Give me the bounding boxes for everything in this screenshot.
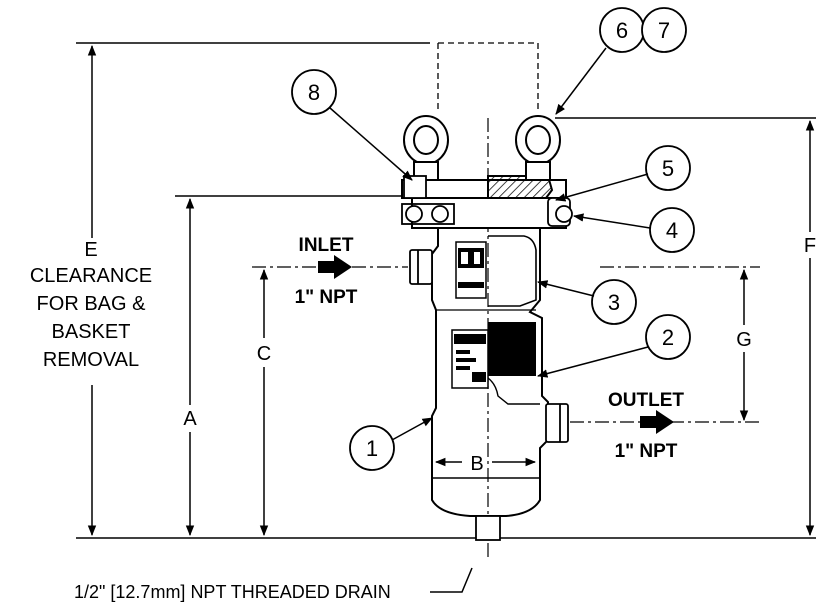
housing (401, 175, 567, 517)
svg-text:REMOVAL: REMOVAL (43, 349, 139, 371)
callout-6: 6 (616, 18, 628, 43)
dimension-f (555, 117, 816, 537)
svg-text:BASKET: BASKET (52, 321, 131, 343)
eye-bolt-right (515, 115, 561, 181)
dimension-e-label: E CLEARANCE FOR BAG & BASKET REMOVAL (30, 239, 152, 371)
leader-lines (329, 47, 651, 593)
outlet-label: OUTLET (608, 390, 684, 411)
svg-text:CLEARANCE: CLEARANCE (30, 265, 152, 287)
outlet-size: 1" NPT (615, 441, 678, 462)
outlet-arrow (640, 410, 674, 434)
dimension-g-label: G (736, 329, 752, 351)
inlet-arrow (318, 255, 352, 279)
swing-bolt-left (401, 175, 455, 225)
swing-bolt-right (547, 197, 573, 227)
callout-2: 2 (662, 325, 674, 350)
nameplate-upper (455, 241, 487, 299)
clearance-outline (437, 42, 539, 112)
dimension-c-label: C (257, 343, 271, 365)
callout-numbers: 1 2 3 4 5 6 7 8 (308, 18, 678, 461)
inlet-label: INLET (299, 235, 354, 256)
drain-fitting (475, 515, 501, 541)
filter-bag (488, 322, 536, 376)
callout-8: 8 (308, 80, 320, 105)
nameplate-lower (451, 329, 489, 389)
dimension-b-label: B (470, 453, 483, 475)
callout-1: 1 (366, 436, 378, 461)
callout-4: 4 (666, 218, 678, 243)
callout-7: 7 (658, 18, 670, 43)
inlet-size: 1" NPT (295, 287, 358, 308)
dimension-a-label: A (183, 408, 197, 430)
callout-5: 5 (662, 156, 674, 181)
inlet-nozzle (409, 249, 433, 285)
svg-text:E: E (84, 239, 97, 261)
dimension-f-label: F (804, 235, 816, 257)
svg-text:FOR BAG &: FOR BAG & (37, 293, 147, 315)
outlet-nozzle (545, 403, 569, 443)
dimension-a (175, 195, 430, 537)
callout-bubbles (291, 7, 695, 471)
callout-3: 3 (608, 290, 620, 315)
dimension-e (76, 42, 430, 537)
drain-note: 1/2" [12.7mm] NPT THREADED DRAIN (74, 582, 391, 602)
eye-bolt-left (403, 115, 449, 181)
